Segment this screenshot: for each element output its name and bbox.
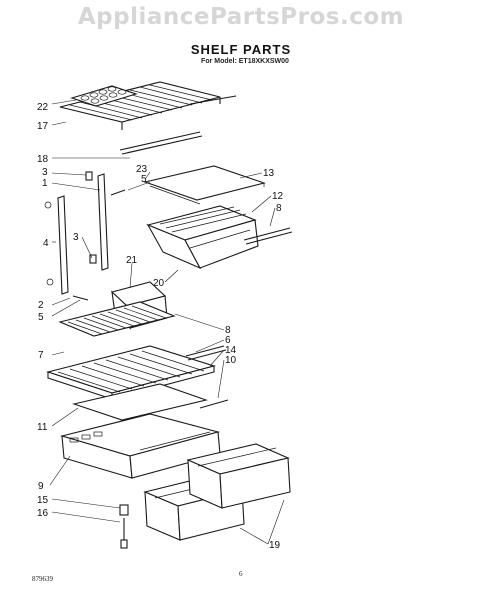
crisper-cover	[71, 383, 229, 425]
diagram-code: 879639	[32, 575, 53, 583]
callout-11: 11	[37, 422, 48, 433]
callout-20: 20	[153, 278, 165, 289]
callout-15: 15	[37, 495, 49, 506]
callout-21: 21	[126, 255, 138, 266]
callout-4: 4	[43, 238, 49, 249]
callout-5-lower: 5	[38, 312, 44, 323]
model-label: For Model: ET18XKXSW00	[201, 58, 289, 65]
callout-6: 6	[225, 335, 231, 346]
callout-23: 23	[136, 164, 148, 175]
callout-5-upper: 5	[141, 174, 147, 185]
callout-10: 10	[225, 355, 237, 366]
watermark-text: AppliancePartsPros.com	[77, 4, 405, 30]
callout-3-lower: 3	[73, 232, 79, 243]
callout-17: 17	[37, 121, 49, 132]
wire-shelf-top	[59, 81, 221, 130]
callout-labels: 22 17 18 23 5 3 1 13 12 8 4 3 21 20 2 5 …	[37, 102, 284, 551]
leveling-leg	[119, 504, 129, 549]
page-number: 6	[239, 570, 243, 578]
callout-8-lower: 8	[225, 325, 231, 336]
callout-16: 16	[37, 508, 49, 519]
shelf-trim-rods	[119, 95, 237, 155]
egg-tray	[70, 85, 138, 107]
callout-2: 2	[38, 300, 44, 311]
callout-12: 12	[272, 191, 284, 202]
callout-18: 18	[37, 154, 49, 165]
callout-14: 14	[225, 345, 237, 356]
callout-8-upper: 8	[276, 203, 282, 214]
callout-3-upper: 3	[42, 167, 48, 178]
diagram-title: SHELF PARTS	[190, 42, 292, 57]
meat-pan-drawer	[146, 205, 293, 270]
crisper-drawer-right	[186, 443, 291, 509]
crisper-frame	[59, 413, 221, 479]
glass-shelf-upper	[58, 301, 176, 337]
callout-9: 9	[38, 481, 44, 492]
leader-lines	[49, 99, 285, 545]
callout-13: 13	[263, 168, 275, 179]
callout-22: 22	[37, 102, 49, 113]
callout-19: 19	[269, 540, 281, 551]
shelf-ladder-supports	[44, 171, 126, 301]
crisper-cover-glass	[143, 165, 266, 205]
callout-7: 7	[38, 350, 44, 361]
callout-1: 1	[42, 178, 48, 189]
